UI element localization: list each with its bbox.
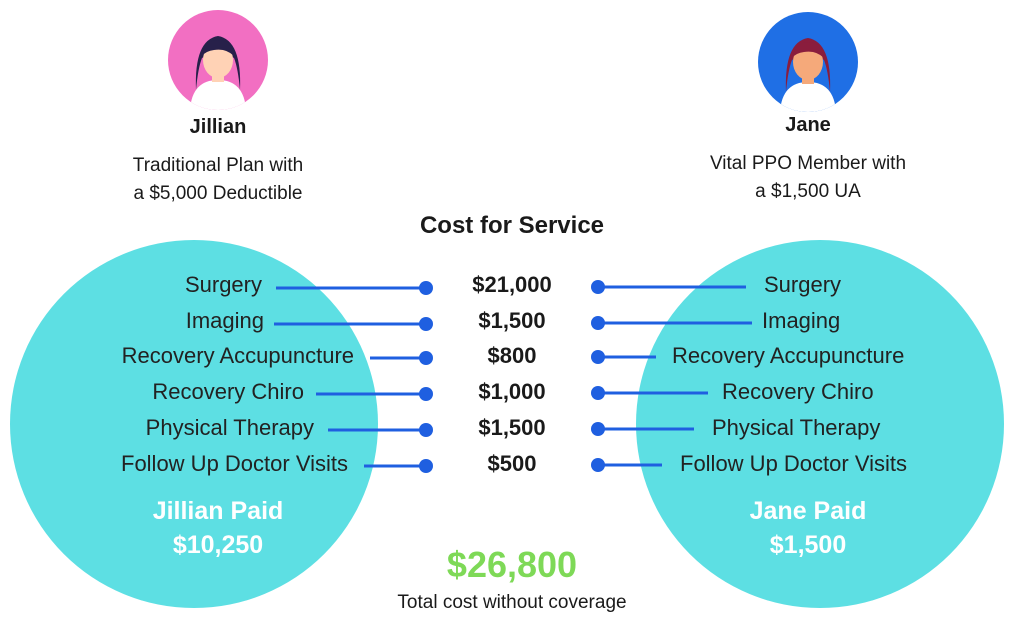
right-dot (591, 386, 605, 400)
left-dot (419, 317, 433, 331)
left-dot (419, 423, 433, 437)
right-dot (591, 458, 605, 472)
left-service-imaging: Imaging (185, 308, 264, 333)
right-service-imaging: Imaging (762, 308, 841, 333)
cost-chiro: $1,000 (478, 379, 546, 404)
right-service-chiro: Recovery Chiro (722, 379, 874, 404)
jillian-plan-line1: Traditional Plan with (132, 155, 304, 176)
jane-plan-line2: a $1,500 UA (755, 181, 861, 202)
jane-plan-line1: Vital PPO Member with (709, 153, 907, 174)
jillian-circle (10, 240, 378, 608)
left-service-accupuncture: Recovery Accupuncture (121, 343, 354, 368)
left-service-chiro: Recovery Chiro (152, 379, 304, 404)
jillian-paid-label: Jillian Paid (152, 497, 284, 525)
right-dot (591, 422, 605, 436)
jane-avatar (758, 12, 858, 112)
jane-plan: Vital PPO Member with a $1,500 UA (658, 150, 958, 206)
total-label: Total cost without coverage (397, 592, 627, 613)
left-dot (419, 387, 433, 401)
left-dot (419, 351, 433, 365)
jillian-avatar (168, 10, 268, 110)
jillian-paid-amount: $10,250 (172, 531, 264, 559)
right-service-surgery: Surgery (764, 272, 842, 297)
jane-paid-label: Jane Paid (749, 497, 867, 525)
left-service-follow-up: Follow Up Doctor Visits (121, 451, 348, 476)
jane-paid: Jane Paid $1,500 (688, 494, 928, 562)
left-dot (419, 459, 433, 473)
left-dot (419, 281, 433, 295)
jane-circle (636, 240, 1004, 608)
left-service-physical-therapy: Physical Therapy (145, 415, 314, 440)
right-service-physical-therapy: Physical Therapy (712, 415, 881, 440)
jillian-plan-line2: a $5,000 Deductible (133, 183, 303, 204)
cost-follow-up: $500 (487, 451, 537, 476)
right-service-follow-up: Follow Up Doctor Visits (680, 451, 907, 476)
cost-physical-therapy: $1,500 (478, 415, 546, 440)
total-amount: $26,800 (446, 544, 578, 585)
left-service-surgery: Surgery (184, 272, 262, 297)
jillian-plan: Traditional Plan with a $5,000 Deductibl… (68, 152, 368, 208)
jane-name: Jane (785, 114, 831, 136)
cost-imaging: $1,500 (478, 308, 546, 333)
jillian-name: Jillian (189, 116, 247, 138)
right-dot (591, 280, 605, 294)
right-service-accupuncture: Recovery Accupuncture (672, 343, 905, 368)
cost-for-service-heading: Cost for Service (419, 212, 605, 239)
jane-paid-amount: $1,500 (769, 531, 847, 559)
cost-accupuncture: $800 (487, 343, 537, 368)
right-dot (591, 316, 605, 330)
cost-surgery: $21,000 (472, 272, 552, 297)
right-dot (591, 350, 605, 364)
jillian-paid: Jillian Paid $10,250 (98, 494, 338, 562)
